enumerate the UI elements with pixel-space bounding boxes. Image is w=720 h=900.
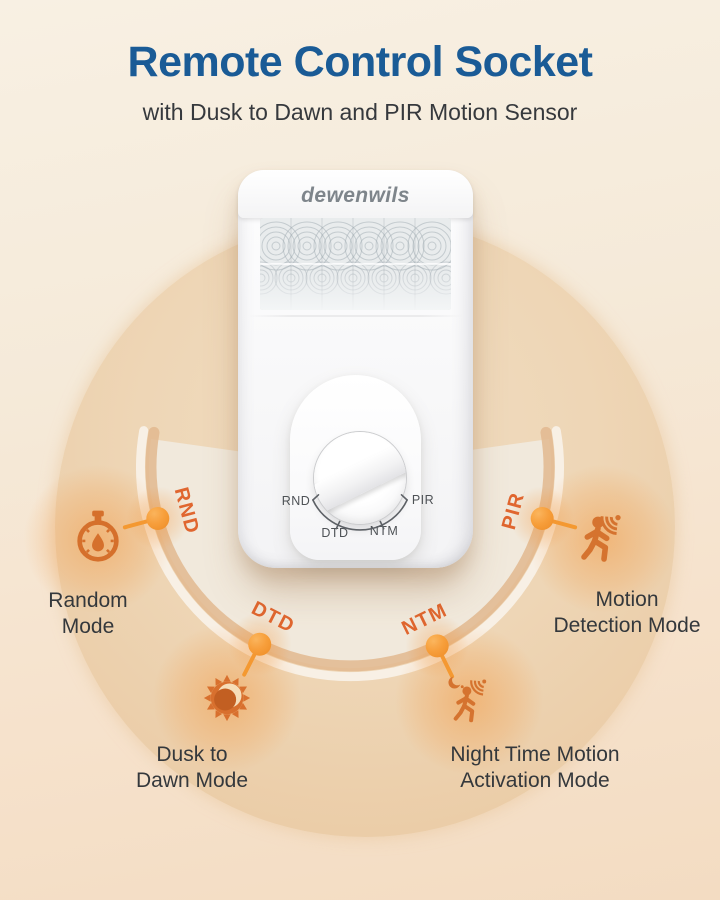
sun-moon-icon [203, 674, 251, 722]
mode-name-motion-detection: Motion Detection Mode [553, 588, 701, 637]
glow-pin-rnd [126, 486, 190, 550]
mode-dial-knob [314, 432, 406, 524]
signal-waves-icon [470, 679, 487, 696]
glow-walker [527, 464, 677, 614]
star-icon [460, 685, 464, 689]
fresnel-pattern [260, 218, 451, 310]
glow-pin-ntm [405, 614, 469, 678]
device-seam [248, 315, 463, 317]
glow-pin-dtd [228, 612, 292, 676]
dial-label-dtd: DTD [321, 526, 349, 540]
page-title: Remote Control Socket [127, 38, 593, 86]
stopwatch-icon [77, 510, 119, 562]
moon-icon [448, 676, 461, 689]
page-subtitle: with Dusk to Dawn and PIR Motion Sensor [142, 99, 578, 125]
motion-walker-icon [581, 515, 621, 562]
signal-waves-icon [600, 515, 621, 536]
dial-label-rnd: RND [281, 494, 311, 508]
sensor-device: dewenwils [238, 170, 473, 568]
pir-lens [260, 218, 451, 310]
mode-name-night-time-motion: Night Time Motion Activation Mode [450, 743, 620, 792]
dial-scale-arc [312, 494, 408, 531]
walker-figure [453, 686, 476, 723]
brand-logo: dewenwils [301, 184, 410, 207]
mode-name-random: Random Mode [48, 589, 128, 638]
dial-label-pir: PIR [411, 493, 435, 507]
mode-name-dusk-to-dawn: Dusk to Dawn Mode [135, 743, 249, 792]
device-top-cap: dewenwils [238, 170, 473, 218]
night-motion-walker-icon [448, 676, 487, 723]
walker-figure [581, 516, 610, 562]
glow-pin-pir [510, 486, 574, 550]
